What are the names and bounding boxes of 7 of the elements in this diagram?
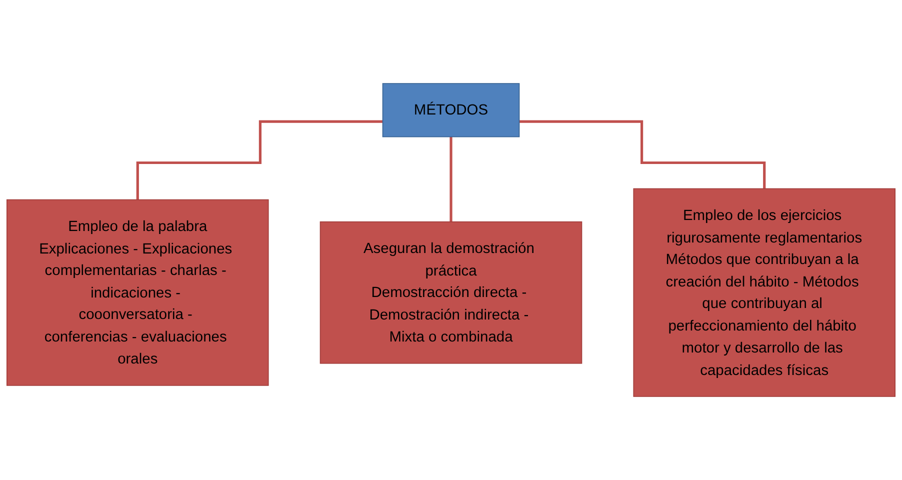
node-box (382, 83, 520, 138)
connector (450, 135, 452, 224)
connector (519, 120, 766, 190)
node-box (6, 199, 269, 386)
node-box (320, 221, 582, 364)
connector (136, 120, 383, 202)
node-box (633, 188, 896, 397)
